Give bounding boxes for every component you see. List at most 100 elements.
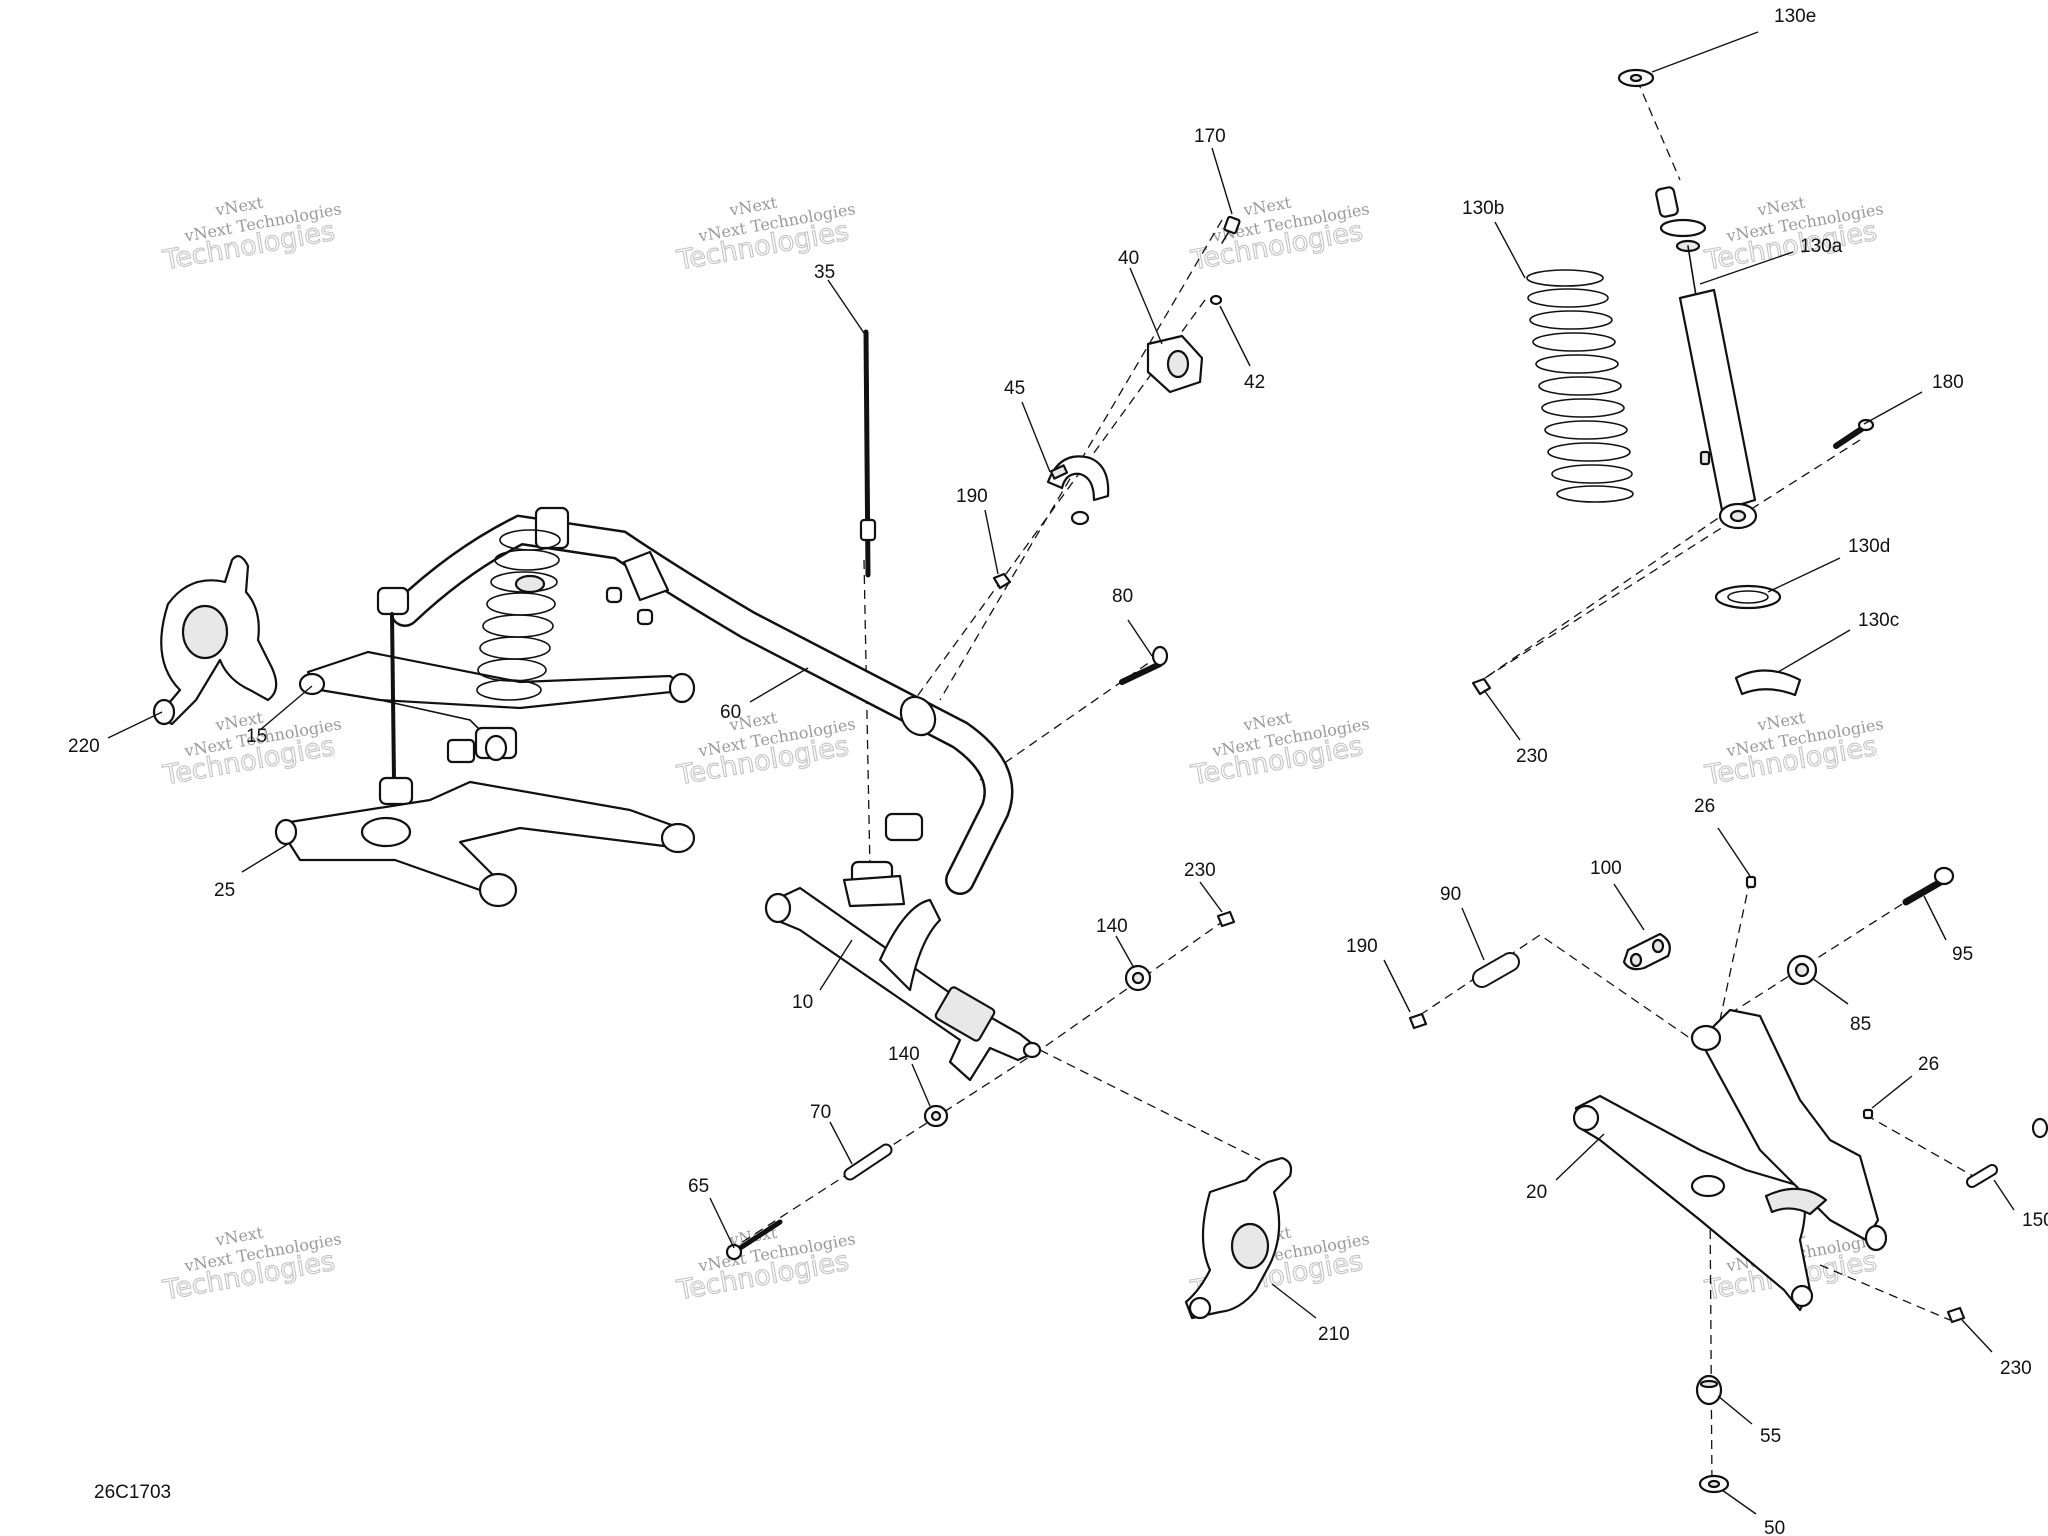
callout-20: 20 bbox=[1526, 1182, 1547, 1203]
leader-line bbox=[1555, 1133, 1605, 1181]
callout-130d: 130d bbox=[1848, 536, 1890, 557]
spring-seat-130c bbox=[1734, 669, 1802, 697]
leader-line bbox=[1127, 619, 1153, 657]
watermark: vNext vNext Technologies Technologies bbox=[1702, 193, 1885, 278]
nut-230-upper bbox=[1471, 677, 1492, 696]
assembly-line bbox=[899, 299, 1206, 721]
bushing-85 bbox=[1786, 954, 1818, 986]
callout-180: 180 bbox=[1932, 372, 1964, 393]
callout-190-lower: 190 bbox=[1346, 936, 1378, 957]
leader-line bbox=[1494, 221, 1526, 279]
bolt-170 bbox=[1221, 215, 1241, 244]
watermark: vNext vNext Technologies Technologies bbox=[160, 193, 343, 278]
nut-230-middle bbox=[1216, 910, 1236, 928]
leader-line bbox=[827, 279, 867, 337]
callout-170: 170 bbox=[1194, 126, 1226, 147]
leader-line bbox=[1651, 31, 1759, 73]
bracket-100 bbox=[1622, 932, 1671, 971]
callout-130b: 130b bbox=[1462, 198, 1504, 219]
sleeve-90 bbox=[1472, 952, 1520, 988]
leader-line bbox=[1211, 147, 1233, 215]
callout-140-lower: 140 bbox=[888, 1044, 920, 1065]
leader-line bbox=[1721, 1489, 1757, 1515]
knuckle-220 bbox=[152, 555, 278, 726]
spring-retainer-130e bbox=[1617, 68, 1655, 88]
watermark: vNext vNext Technologies Technologies bbox=[674, 708, 857, 793]
leader-line bbox=[241, 843, 289, 873]
bushing-40 bbox=[1146, 334, 1204, 394]
sleeve-150 bbox=[1966, 1117, 2048, 1188]
callout-55: 55 bbox=[1760, 1426, 1781, 1447]
callout-45: 45 bbox=[1004, 378, 1025, 399]
leader-line bbox=[1767, 557, 1841, 593]
bushing-140-lower bbox=[923, 1104, 949, 1128]
right-stabilizer-link bbox=[842, 812, 924, 908]
callout-35: 35 bbox=[814, 262, 835, 283]
leader-line bbox=[1811, 977, 1849, 1005]
leader-line bbox=[709, 1197, 735, 1249]
bolt-180 bbox=[1833, 418, 1875, 449]
nut-190-upper bbox=[992, 572, 1012, 590]
leader-line bbox=[749, 667, 809, 703]
assembly-line bbox=[1719, 879, 1941, 1021]
leader-lines bbox=[107, 31, 2015, 1515]
watermark: vNext vNext Technologies Technologies bbox=[674, 193, 857, 278]
upper-arm-assembly-15 bbox=[298, 650, 696, 764]
bumper-55 bbox=[1695, 1374, 1723, 1406]
bolt-95 bbox=[1902, 866, 1955, 906]
callout-85: 85 bbox=[1850, 1014, 1871, 1035]
leader-line bbox=[1863, 391, 1923, 425]
assembly-line bbox=[1419, 934, 1701, 1046]
leader-line bbox=[1871, 1075, 1913, 1109]
assembly-line bbox=[1039, 1049, 1261, 1161]
callout-40: 40 bbox=[1118, 248, 1139, 269]
leader-line bbox=[984, 509, 999, 575]
assembly-line bbox=[1484, 439, 1861, 679]
sleeve-70 bbox=[843, 1143, 893, 1181]
bolt-65 bbox=[725, 1219, 783, 1261]
leader-line bbox=[1129, 267, 1163, 345]
callout-26-lower: 26 bbox=[1918, 1054, 1939, 1075]
leader-line bbox=[107, 711, 163, 739]
leader-line bbox=[1219, 305, 1251, 367]
leader-line bbox=[819, 939, 853, 991]
leader-line bbox=[1383, 959, 1411, 1013]
callout-130a: 130a bbox=[1800, 236, 1843, 257]
leader-line bbox=[1613, 883, 1645, 931]
leader-line bbox=[1961, 1319, 1993, 1353]
bolt-80 bbox=[1119, 645, 1169, 685]
callout-95: 95 bbox=[1952, 944, 1973, 965]
bushing-140-upper bbox=[1124, 964, 1152, 992]
assembly-line bbox=[1709, 1199, 1713, 1491]
assembly-line bbox=[1484, 509, 1731, 679]
grease-fitting-26-lower bbox=[1862, 1108, 1874, 1120]
leader-line bbox=[1777, 629, 1851, 673]
callout-230-upper: 230 bbox=[1516, 746, 1548, 767]
leader-line bbox=[1461, 907, 1485, 961]
trailing-arm-20 bbox=[1572, 1008, 1888, 1312]
leader-line bbox=[1021, 401, 1051, 473]
callout-80: 80 bbox=[1112, 586, 1133, 607]
watermark: vNext vNext Technologies Technologies bbox=[1188, 708, 1371, 793]
watermark: vNext vNext Technologies Technologies bbox=[1702, 708, 1885, 793]
watermark: vNext vNext Technologies Technologies bbox=[674, 1223, 857, 1308]
leader-line bbox=[1699, 251, 1794, 285]
left-stabilizer-link bbox=[376, 586, 414, 806]
callout-90: 90 bbox=[1440, 884, 1461, 905]
fitting-42 bbox=[1209, 294, 1223, 306]
leader-line bbox=[1199, 881, 1223, 913]
callout-130c: 130c bbox=[1858, 610, 1899, 631]
callout-130e: 130e bbox=[1774, 6, 1816, 27]
watermark: vNext vNext Technologies Technologies bbox=[1188, 193, 1371, 278]
leader-line bbox=[1717, 1395, 1753, 1425]
parts bbox=[152, 68, 2048, 1494]
assembly-line bbox=[1865, 1114, 1981, 1181]
clamp-45 bbox=[1046, 455, 1110, 526]
assembly-line bbox=[1636, 79, 1681, 181]
callout-150: 150 bbox=[2022, 1210, 2048, 1231]
callout-65: 65 bbox=[688, 1176, 709, 1197]
leader-line bbox=[1115, 935, 1135, 969]
callout-210: 210 bbox=[1318, 1324, 1350, 1345]
assembly-line bbox=[863, 559, 871, 871]
